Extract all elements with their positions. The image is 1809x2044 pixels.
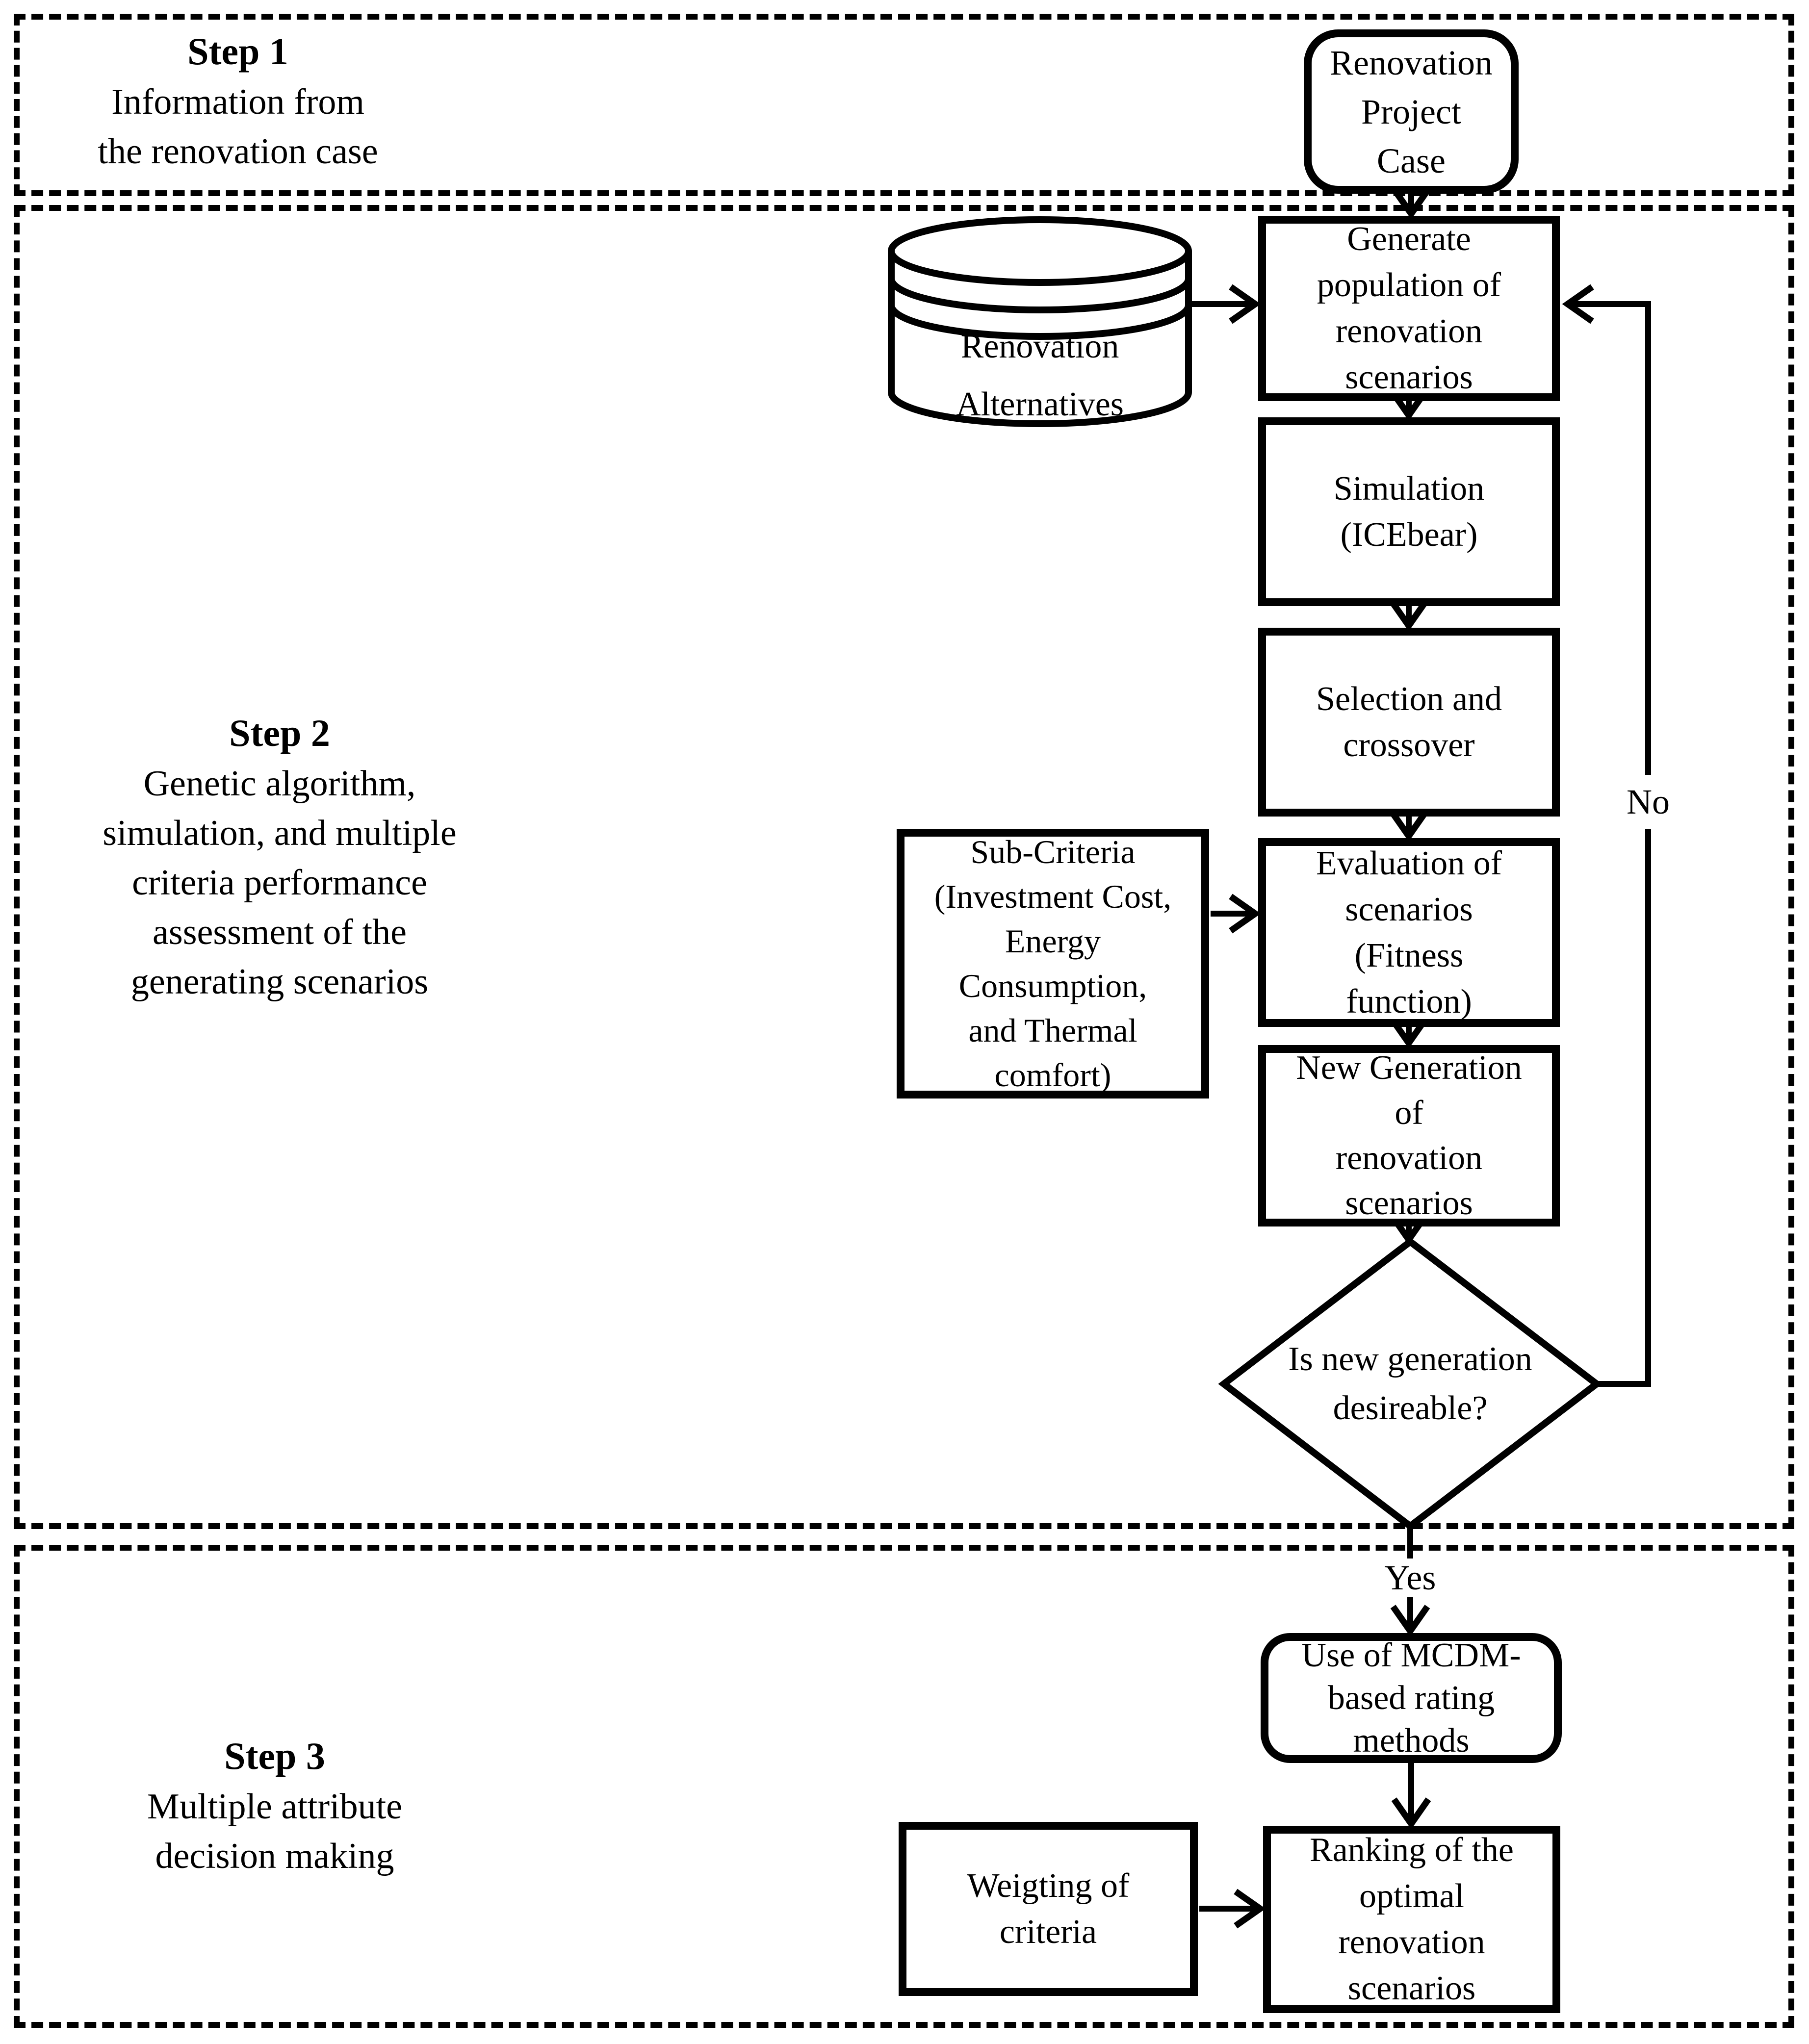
node-mcdm-methods: Use of MCDM- based rating methods — [1261, 1633, 1562, 1763]
step-1-description: Information from the renovation case — [98, 82, 378, 172]
node-sub-criteria: Sub-Criteria (Investment Cost, Energy Co… — [897, 829, 1209, 1099]
step-2-title: Step 2 — [229, 712, 330, 754]
section-step-3 — [14, 1545, 1794, 2028]
section-step-2 — [14, 205, 1794, 1529]
node-simulation: Simulation (ICEbear) — [1258, 417, 1560, 606]
step-2-description: Genetic algorithm, simulation, and multi… — [103, 764, 457, 1002]
node-renovation-alternatives-label: Renovation Alternatives — [956, 328, 1124, 423]
node-selection-crossover: Selection and crossover — [1258, 628, 1560, 817]
step-1-title: Step 1 — [187, 30, 288, 73]
step-3-label: Step 3 Multiple attribute decision makin… — [27, 1730, 522, 1881]
decision-diamond-shape — [1218, 1237, 1602, 1531]
step-2-label: Step 2 Genetic algorithm, simulation, an… — [32, 707, 527, 1007]
node-ranking: Ranking of the optimal renovation scenar… — [1263, 1826, 1560, 2013]
edge-label-yes: Yes — [1366, 1558, 1454, 1597]
edge-decision-no-loop — [1562, 284, 1651, 1387]
step-3-description: Multiple attribute decision making — [147, 1787, 402, 1876]
node-generate-population: Generate population of renovation scenar… — [1258, 216, 1560, 401]
node-weighting-criteria: Weigting of criteria — [899, 1822, 1198, 1996]
step-3-title: Step 3 — [224, 1735, 325, 1777]
edge-label-no: No — [1604, 775, 1692, 829]
node-renovation-project-case: Renovation Project Case — [1304, 29, 1519, 194]
node-evaluation-scenarios: Evaluation of scenarios (Fitness functio… — [1258, 838, 1560, 1027]
database-cylinder-shape — [888, 216, 1192, 427]
node-new-generation: New Generation of renovation scenarios — [1258, 1045, 1560, 1226]
step-1-label: Step 1 Information from the renovation c… — [39, 26, 437, 177]
node-decision-label: Is new generation desireable? — [1288, 1340, 1532, 1427]
